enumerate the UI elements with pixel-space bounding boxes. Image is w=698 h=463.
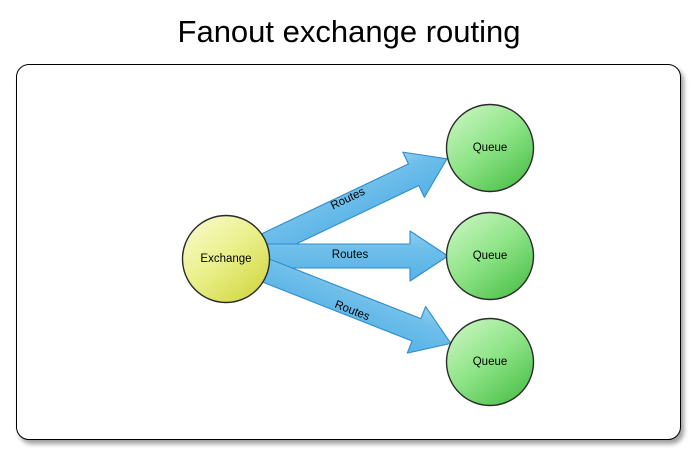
queue-label-1: Queue: [473, 142, 508, 154]
queue-circle-3: [445, 317, 535, 407]
exchange-circle: [181, 214, 271, 304]
node-queue-3[interactable]: Queue: [445, 317, 535, 407]
edge-label-group-middle: Routes: [332, 249, 369, 261]
edge-label-routes-middle: Routes: [332, 249, 369, 261]
exchange-label: Exchange: [200, 253, 251, 265]
edge-exchange-queue-3[interactable]: [253, 246, 460, 367]
queue-circle-1: [445, 103, 535, 193]
node-exchange[interactable]: Exchange: [181, 214, 271, 304]
page-title: Fanout exchange routing: [177, 14, 521, 49]
arrow-shape-bottom: [257, 257, 452, 354]
queue-label-2: Queue: [473, 250, 508, 262]
queue-label-3: Queue: [473, 356, 508, 368]
queue-circle-2: [445, 211, 535, 301]
node-queue-1[interactable]: Queue: [445, 103, 535, 193]
node-queue-2[interactable]: Queue: [445, 211, 535, 301]
